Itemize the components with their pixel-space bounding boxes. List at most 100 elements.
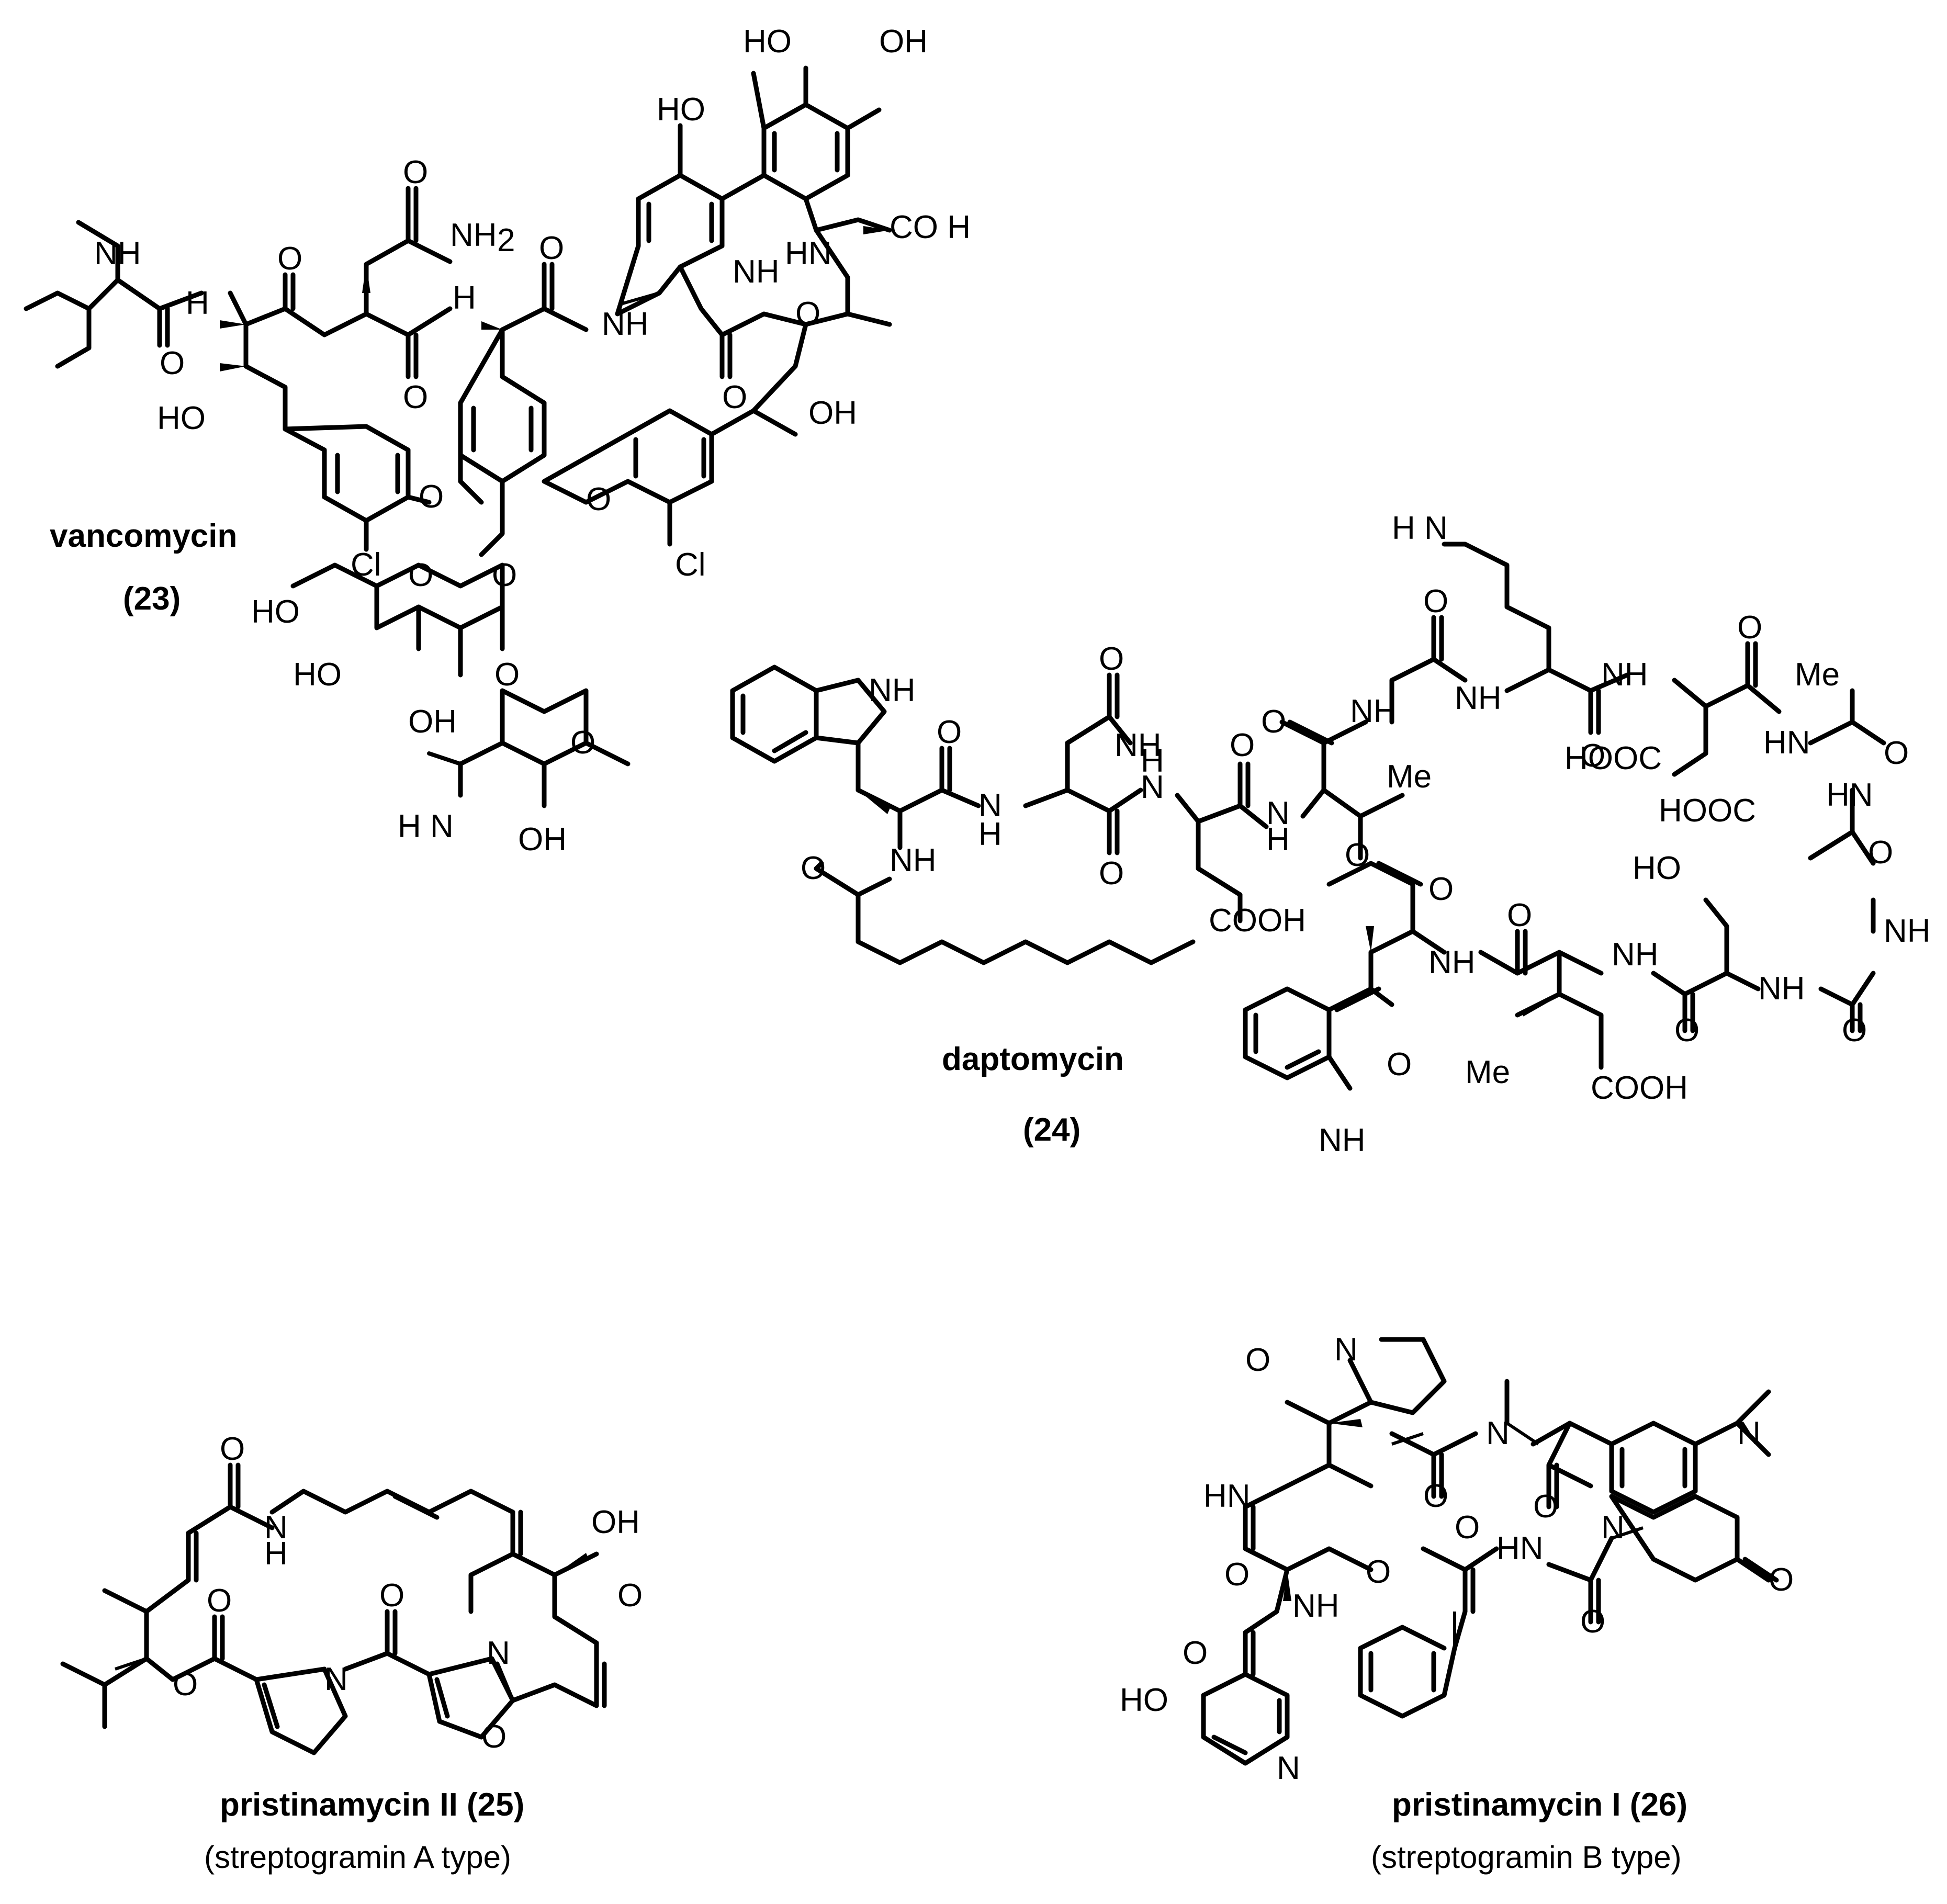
svg-text:O: O bbox=[1674, 1012, 1700, 1049]
svg-text:O: O bbox=[586, 481, 611, 517]
svg-text:NH: NH bbox=[1292, 1588, 1340, 1624]
svg-text:OH: OH bbox=[408, 704, 457, 740]
svg-text:NH: NH bbox=[1115, 727, 1162, 763]
pristinamycin-i-stereo bbox=[1283, 1419, 1644, 1648]
vancomycin-name: vancomycin bbox=[50, 518, 237, 554]
svg-text:N: N bbox=[1141, 769, 1164, 805]
svg-text:NH: NH bbox=[869, 672, 916, 708]
svg-text:O: O bbox=[1245, 1342, 1270, 1378]
svg-text:NH: NH bbox=[1455, 680, 1502, 716]
pristinamycin-ii-stereo bbox=[114, 1553, 589, 1671]
svg-text:HN: HN bbox=[785, 235, 832, 272]
svg-text:N: N bbox=[1737, 1415, 1761, 1451]
svg-text:O: O bbox=[379, 1578, 404, 1614]
svg-text:H: H bbox=[1141, 743, 1164, 779]
svg-text:O: O bbox=[1868, 835, 1893, 871]
svg-text:O: O bbox=[1769, 1562, 1794, 1598]
svg-text:O: O bbox=[220, 1431, 245, 1467]
svg-text:H N: H N bbox=[398, 808, 454, 844]
svg-text:CO H: CO H bbox=[890, 209, 971, 245]
svg-text:O: O bbox=[1345, 837, 1370, 873]
svg-text:NH: NH bbox=[1884, 913, 1931, 949]
svg-text:NH: NH bbox=[733, 254, 780, 290]
pristinamycin-i-structure bbox=[1201, 1337, 1779, 1766]
svg-text:HO: HO bbox=[293, 657, 342, 693]
svg-text:O: O bbox=[403, 154, 428, 190]
svg-text:NH: NH bbox=[890, 842, 937, 878]
svg-text:O: O bbox=[1580, 1604, 1605, 1640]
svg-text:OH: OH bbox=[518, 821, 567, 858]
vancomycin-number: (23) bbox=[123, 581, 181, 617]
svg-text:Me: Me bbox=[1465, 1054, 1510, 1090]
daptomycin-name: daptomycin bbox=[942, 1041, 1124, 1077]
svg-text:O: O bbox=[492, 557, 517, 593]
svg-text:O: O bbox=[1099, 855, 1124, 892]
svg-text:O: O bbox=[408, 557, 433, 593]
svg-text:O: O bbox=[617, 1578, 643, 1614]
svg-text:N: N bbox=[978, 787, 1002, 824]
vancomycin-structure bbox=[24, 65, 892, 808]
svg-text:HO: HO bbox=[743, 24, 792, 60]
svg-text:O: O bbox=[1455, 1509, 1480, 1546]
svg-text:O: O bbox=[801, 850, 826, 886]
svg-text:HOOC: HOOC bbox=[1565, 740, 1662, 776]
daptomycin-stereo bbox=[858, 706, 1707, 1017]
svg-text:COOH: COOH bbox=[1209, 903, 1306, 939]
svg-text:HN: HN bbox=[1496, 1530, 1544, 1567]
svg-text:Me: Me bbox=[1795, 657, 1840, 693]
svg-text:O: O bbox=[1230, 727, 1255, 763]
svg-text:HO: HO bbox=[1633, 850, 1681, 886]
pristinamycin-ii-atom-labels: O N H OH O O O N O N O bbox=[173, 1431, 643, 1755]
svg-text:O: O bbox=[1580, 738, 1605, 774]
svg-text:H N: H N bbox=[1392, 510, 1448, 546]
svg-text:O: O bbox=[1366, 1554, 1391, 1590]
svg-text:HO: HO bbox=[251, 594, 300, 630]
svg-text:O: O bbox=[1224, 1557, 1250, 1593]
pristinamycin-i-subtitle: (streptogramin B type) bbox=[1371, 1840, 1682, 1875]
pristinamycin-ii-structure bbox=[60, 1462, 607, 1755]
svg-text:2: 2 bbox=[497, 222, 515, 258]
daptomycin-atom-labels: NH NH O O N H O NH O N H O COOH N H O NH… bbox=[801, 510, 1931, 1158]
vancomycin-atom-labels: NH H O HO O O NH 2 O H O NH O NH O HN CO… bbox=[94, 24, 971, 858]
svg-text:H: H bbox=[264, 1536, 288, 1572]
svg-text:N: N bbox=[264, 1509, 288, 1546]
svg-text:O: O bbox=[1423, 1478, 1448, 1514]
daptomycin-structure bbox=[730, 542, 1886, 1091]
svg-text:O: O bbox=[419, 479, 444, 515]
svg-text:O: O bbox=[1884, 735, 1909, 771]
svg-text:HO: HO bbox=[1120, 1682, 1168, 1718]
svg-text:N: N bbox=[1277, 1750, 1300, 1786]
svg-text:NH: NH bbox=[1428, 944, 1476, 981]
svg-text:COOH: COOH bbox=[1591, 1070, 1688, 1106]
pristinamycin-ii-name: pristinamycin II (25) bbox=[220, 1787, 524, 1823]
svg-text:O: O bbox=[403, 379, 428, 415]
svg-text:N: N bbox=[1266, 795, 1290, 831]
svg-text:N: N bbox=[487, 1635, 510, 1671]
svg-text:O: O bbox=[1387, 1046, 1412, 1083]
svg-text:O: O bbox=[1507, 897, 1532, 933]
svg-text:H: H bbox=[453, 280, 476, 316]
svg-text:O: O bbox=[481, 1719, 507, 1755]
svg-text:NH: NH bbox=[1350, 693, 1397, 729]
pristinamycin-i-name: pristinamycin I (26) bbox=[1392, 1787, 1687, 1823]
svg-text:OH: OH bbox=[879, 24, 928, 60]
svg-text:NH: NH bbox=[1612, 937, 1659, 973]
svg-text:O: O bbox=[1183, 1635, 1208, 1671]
svg-text:Me: Me bbox=[1387, 759, 1432, 795]
svg-text:O: O bbox=[1842, 1012, 1867, 1049]
svg-text:O: O bbox=[1261, 704, 1286, 740]
svg-text:O: O bbox=[570, 725, 595, 761]
svg-text:O: O bbox=[277, 241, 302, 277]
svg-text:NH: NH bbox=[94, 235, 141, 272]
svg-text:O: O bbox=[173, 1666, 198, 1703]
svg-text:O: O bbox=[494, 657, 520, 693]
svg-text:N: N bbox=[1486, 1415, 1510, 1451]
svg-text:O: O bbox=[1737, 610, 1762, 646]
vancomycin-stereo bbox=[220, 226, 890, 389]
svg-text:O: O bbox=[722, 379, 747, 415]
svg-text:O: O bbox=[1423, 583, 1448, 619]
svg-text:O: O bbox=[937, 714, 962, 750]
svg-text:NH: NH bbox=[602, 306, 649, 342]
svg-text:O: O bbox=[1099, 641, 1124, 677]
svg-text:HN: HN bbox=[1763, 725, 1810, 761]
